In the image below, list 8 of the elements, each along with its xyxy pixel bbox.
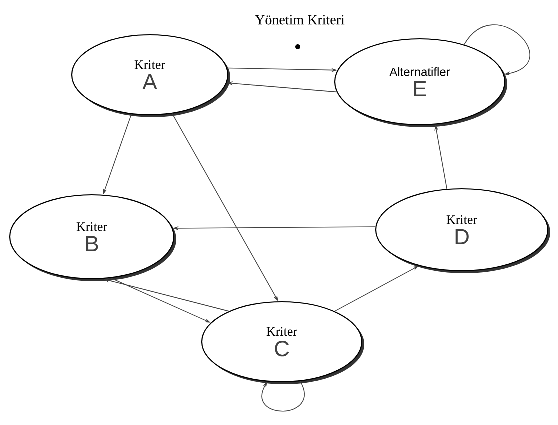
ellipse-node: Kriter C: [201, 301, 364, 384]
ellipse-node: Kriter D: [375, 188, 550, 274]
arrow: [262, 381, 305, 412]
title: Yönetim Kriteri: [255, 15, 345, 25]
arrow: [464, 24, 530, 76]
ellipse-node: Alternatifler E: [334, 38, 508, 128]
ellipse-node: Kriter B: [9, 194, 176, 282]
ellipse-node: Kriter A: [71, 34, 230, 118]
